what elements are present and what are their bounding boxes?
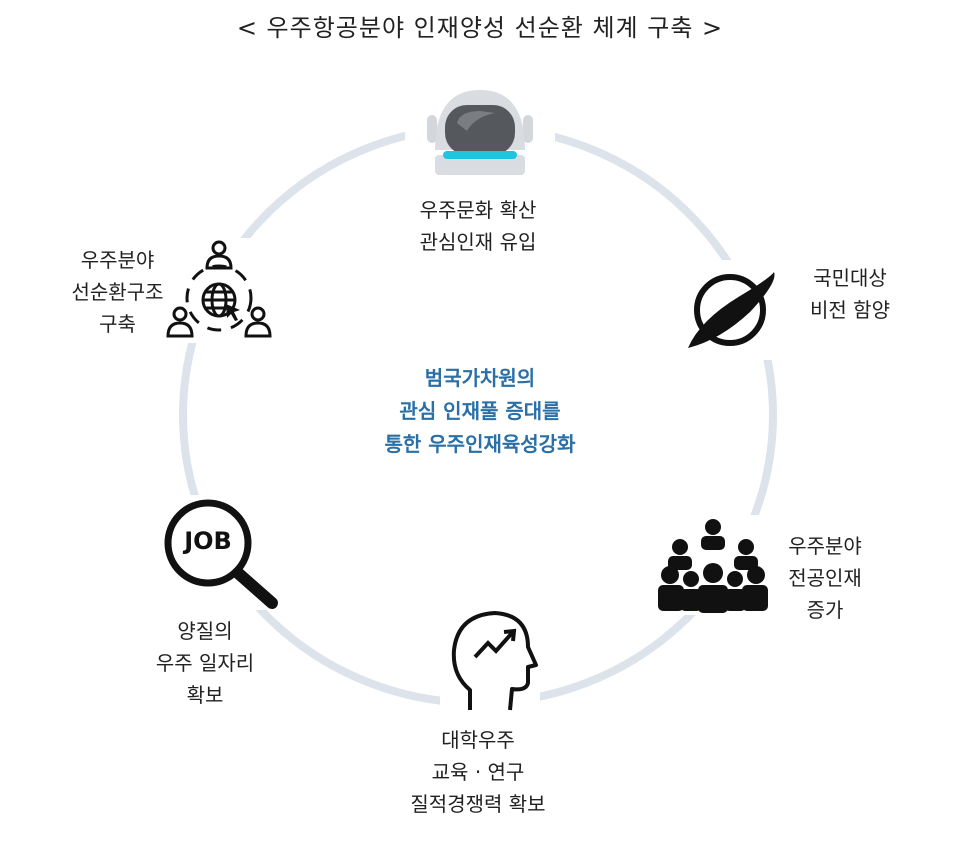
center-message: 범국가차원의 관심 인재풀 증대를 통한 우주인재육성강화: [330, 362, 630, 461]
node-label-majors: 우주분야 전공인재 증가: [770, 530, 880, 626]
label-line: 우주문화 확산: [419, 198, 537, 222]
job-search-icon: [160, 495, 285, 610]
label-line: 전공인재: [788, 566, 862, 590]
node-label-vision: 국민대상 비전 함양: [790, 262, 910, 326]
node-label-university: 대학우주 교육 · 연구 질적경쟁력 확보: [358, 724, 598, 820]
label-line: 우주분야: [788, 534, 862, 558]
center-line: 통한 우주인재육성강화: [384, 432, 576, 456]
label-line: 관심인재 유입: [419, 230, 537, 254]
label-line: 확보: [186, 683, 224, 707]
label-line: 우주 일자리: [155, 651, 255, 675]
node-label-structure: 우주분야 선순환구조 구축: [55, 244, 180, 340]
label-line: 국민대상: [813, 266, 887, 290]
job-text: JOB: [184, 527, 232, 555]
people-group-icon: [658, 515, 768, 615]
label-line: 교육 · 연구: [431, 760, 525, 784]
label-line: 증가: [806, 598, 844, 622]
label-line: 우주분야: [80, 248, 155, 272]
label-line: 질적경쟁력 확보: [410, 792, 546, 816]
node-label-jobs: 양질의 우주 일자리 확보: [125, 615, 285, 711]
astronaut-icon: [405, 75, 555, 175]
node-label-culture: 우주문화 확산 관심인재 유입: [378, 194, 578, 258]
head-growth-icon: [440, 605, 540, 715]
center-line: 범국가차원의: [424, 366, 536, 390]
center-line: 관심 인재풀 증대를: [399, 399, 561, 423]
label-line: 양질의: [177, 619, 233, 643]
diagram-title: < 우주항공분야 인재양성 선순환 체계 구축 >: [236, 14, 724, 42]
planet-icon: [680, 260, 780, 360]
network-people-icon: [162, 238, 277, 343]
label-line: 구축: [99, 312, 136, 336]
label-line: 대학우주: [441, 728, 515, 752]
label-line: 비전 함양: [810, 298, 890, 322]
label-line: 선순환구조: [71, 280, 164, 304]
